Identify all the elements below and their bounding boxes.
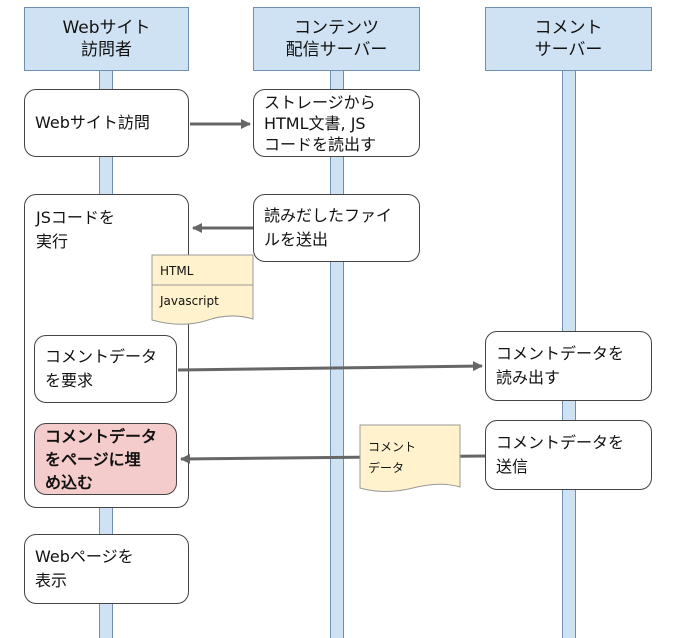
note-html: HTML — [160, 264, 194, 278]
note-comment-data: コメント データ — [368, 440, 417, 475]
lane-header-comment-server: コメント サーバー — [485, 7, 652, 71]
note-html-js-shape — [151, 254, 254, 325]
step-read-files: ストレージから HTML文書, JS コードを読出す — [253, 89, 420, 157]
step-send-comments: コメントデータを 送信 — [485, 420, 652, 490]
lane-header-content-server: コンテンツ 配信サーバー — [253, 7, 420, 71]
step-show-page: Webページを 表示 — [24, 534, 189, 604]
step-execute-js-label: JSコードを 実行 — [36, 208, 115, 251]
step-embed-comments: コメントデータ をページに埋 め込む — [34, 423, 177, 495]
step-send-files: 読みだしたファイ ルを送出 — [253, 194, 420, 262]
step-read-comments: コメントデータを 読み出す — [485, 331, 652, 401]
lane-header-visitor: Webサイト 訪問者 — [24, 7, 189, 71]
step-visit-website: Webサイト訪問 — [24, 89, 189, 157]
step-request-comments: コメントデータ を要求 — [34, 335, 177, 403]
arrow-request-to-read-comments — [177, 361, 483, 372]
note-javascript: Javascript — [160, 294, 219, 308]
note-comment-data-shape — [359, 424, 461, 492]
